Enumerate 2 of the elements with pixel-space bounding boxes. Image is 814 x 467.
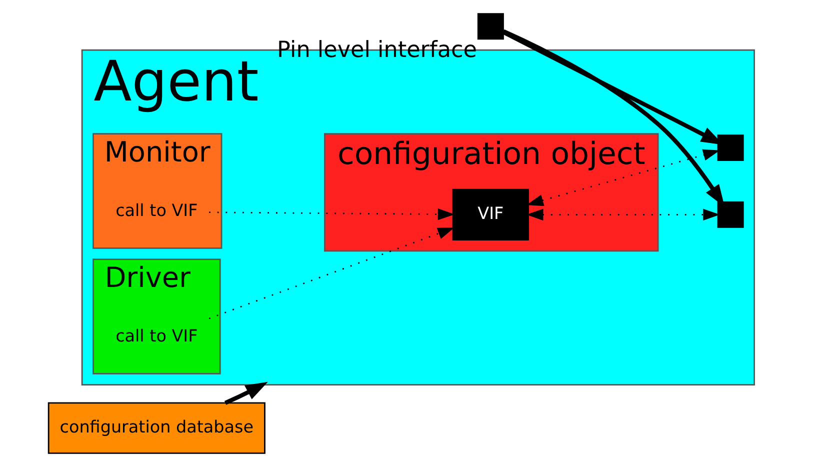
node-text: call to VIF (116, 326, 198, 346)
node-text: call to VIF (116, 200, 198, 220)
